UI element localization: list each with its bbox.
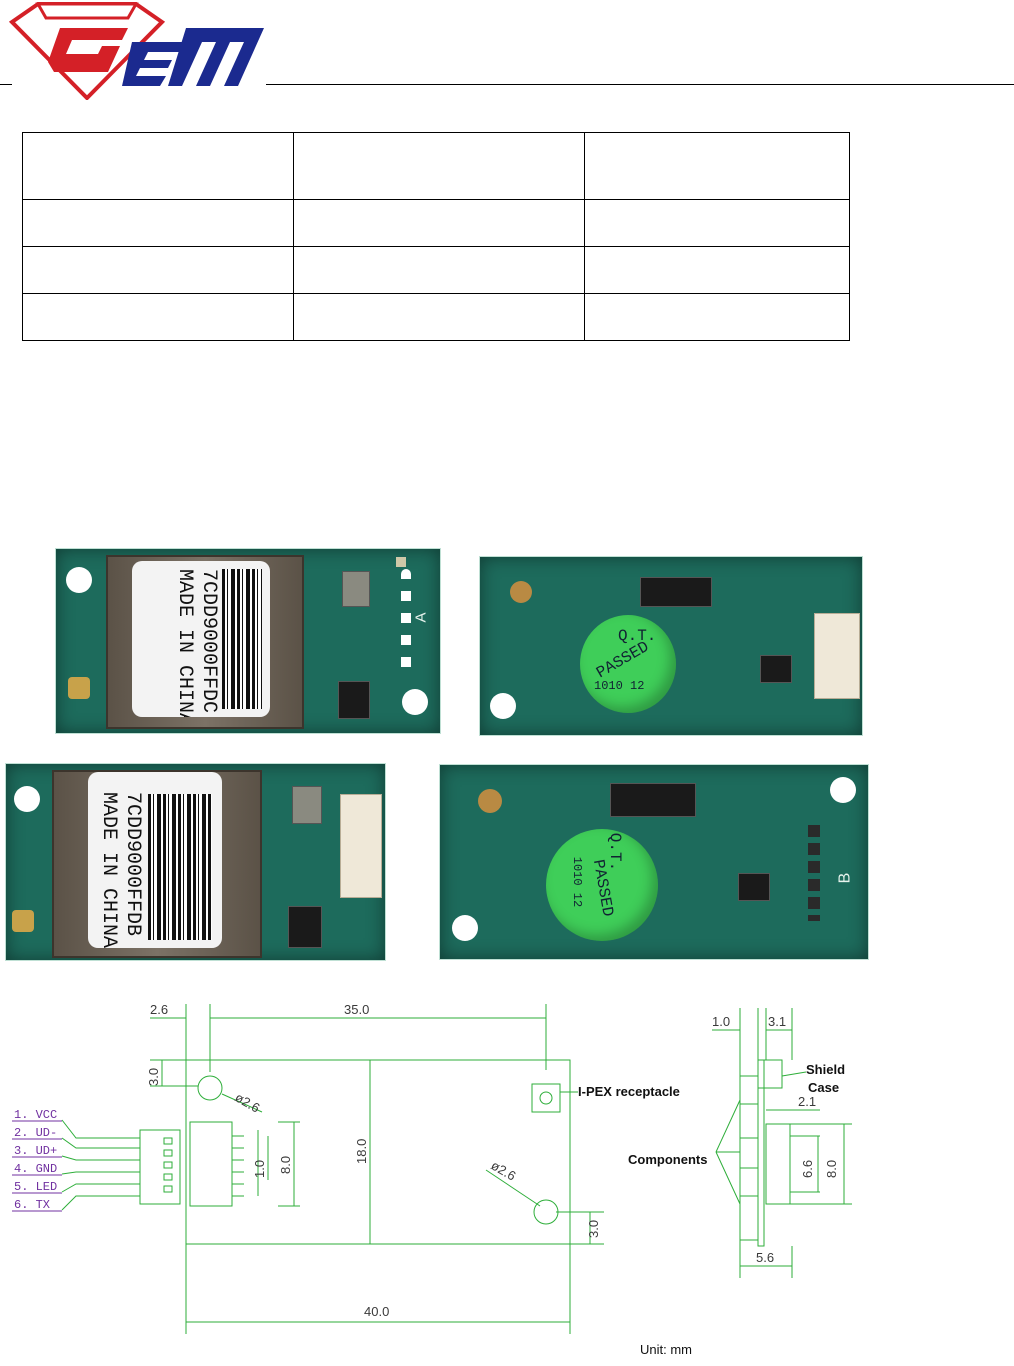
dim-8-0: 8.0 xyxy=(278,1156,293,1174)
header-rule xyxy=(266,84,1014,85)
table-cell xyxy=(22,132,294,200)
case-label: Case xyxy=(808,1080,839,1095)
component xyxy=(288,906,322,948)
dim-side-5-6: 5.6 xyxy=(756,1250,774,1265)
pin-row xyxy=(808,825,820,921)
mounting-hole xyxy=(402,689,428,715)
ipex-label: I-PEX receptacle xyxy=(578,1084,680,1099)
component xyxy=(342,571,370,607)
dim-side-6-6: 6.6 xyxy=(800,1160,815,1178)
dim-3-0-left: 3.0 xyxy=(146,1068,161,1086)
sticker-text: Q.T. xyxy=(618,627,657,645)
dim-1-0: 1.0 xyxy=(252,1160,267,1178)
product-label: 7CDD9000FFDB MADE IN CHINA xyxy=(88,772,222,948)
component xyxy=(610,783,696,817)
barcode xyxy=(222,569,262,709)
mounting-hole xyxy=(66,567,92,593)
board-a-bottom-photo: Q.T. PASSED 1010 12 xyxy=(479,556,863,736)
sticker-text: Q.T. xyxy=(606,832,625,872)
shield-label: Shield xyxy=(806,1062,845,1077)
dim-40: 40.0 xyxy=(364,1304,389,1319)
mounting-hole xyxy=(452,915,478,941)
table-cell xyxy=(293,132,585,200)
pin-label: 4. GND xyxy=(14,1162,57,1176)
barcode xyxy=(148,794,212,940)
dim-35: 35.0 xyxy=(344,1002,369,1017)
revision-table xyxy=(22,132,850,341)
ipex-connector xyxy=(12,910,34,932)
table-row xyxy=(22,246,850,294)
dim-hole-top: ø2.6 xyxy=(233,1090,263,1116)
label-origin: MADE IN CHINA xyxy=(173,569,196,717)
table-row xyxy=(22,199,850,247)
table-cell xyxy=(584,246,850,294)
usb-connector xyxy=(814,613,860,699)
usb-connector xyxy=(340,794,382,898)
pin-row xyxy=(401,569,411,679)
mounting-hole xyxy=(14,786,40,812)
board-a-top-photo: 7CDD9000FFDC MADE IN CHINA A xyxy=(55,548,441,734)
mounting-hole xyxy=(490,693,516,719)
solder-pad xyxy=(478,789,502,813)
table-row xyxy=(22,132,850,200)
ipex-connector xyxy=(68,677,90,699)
component xyxy=(640,577,712,607)
dim-side-1-0: 1.0 xyxy=(712,1014,730,1029)
dim-side-8-0: 8.0 xyxy=(824,1160,839,1178)
pin-label: 6. TX xyxy=(14,1198,50,1212)
side-mark: A xyxy=(412,612,430,623)
table-cell xyxy=(22,246,294,294)
pin-label: 2. UD- xyxy=(14,1126,57,1140)
side-mark: B xyxy=(836,872,854,884)
pad xyxy=(396,557,406,567)
unit-label: Unit: mm xyxy=(640,1342,692,1357)
label-serial: 7CDD9000FFDC xyxy=(197,569,220,714)
component xyxy=(738,873,770,901)
dim-2-6: 2.6 xyxy=(150,1002,168,1017)
table-cell xyxy=(293,293,585,341)
table-cell xyxy=(293,199,585,247)
dim-side-3-1: 3.1 xyxy=(768,1014,786,1029)
components-label: Components xyxy=(628,1152,707,1167)
product-label: 7CDD9000FFDC MADE IN CHINA xyxy=(132,561,270,717)
mounting-hole xyxy=(830,777,856,803)
table-cell xyxy=(584,132,850,200)
component xyxy=(292,786,322,824)
gem-logo xyxy=(8,2,264,100)
pin-label: 1. VCC xyxy=(14,1108,57,1122)
qc-passed-sticker: Q.T. PASSED 1010 12 xyxy=(580,615,676,713)
pin-label: 3. UD+ xyxy=(14,1144,57,1158)
sticker-handwriting: 1010 12 xyxy=(570,856,585,908)
table-cell xyxy=(584,199,850,247)
dim-side-2-1: 2.1 xyxy=(798,1094,816,1109)
board-b-bottom-photo: Q.T. PASSED 1010 12 B xyxy=(439,764,869,960)
solder-pad xyxy=(510,581,532,603)
component xyxy=(760,655,792,683)
mechanical-drawing: 2.6 35.0 40.0 ø2.6 ø2.6 3.0 18.0 1.0 8.0… xyxy=(12,1002,852,1357)
sticker-handwriting: 1010 12 xyxy=(594,679,645,693)
table-row xyxy=(22,293,850,341)
pin-label: 5. LED xyxy=(14,1180,57,1194)
dim-3-0-bottom: 3.0 xyxy=(586,1220,601,1238)
header-rule-left xyxy=(0,84,12,85)
qc-passed-sticker: Q.T. PASSED 1010 12 xyxy=(546,829,658,941)
table-cell xyxy=(22,199,294,247)
table-cell xyxy=(22,293,294,341)
table-cell xyxy=(293,246,585,294)
table-cell xyxy=(584,293,850,341)
board-b-top-photo: 7CDD9000FFDB MADE IN CHINA xyxy=(5,763,386,961)
component xyxy=(338,681,370,719)
dim-18: 18.0 xyxy=(354,1139,369,1164)
label-serial: 7CDD9000FFDB xyxy=(121,792,144,937)
label-origin: MADE IN CHINA xyxy=(97,792,120,948)
dim-hole-bottom: ø2.6 xyxy=(489,1158,519,1184)
